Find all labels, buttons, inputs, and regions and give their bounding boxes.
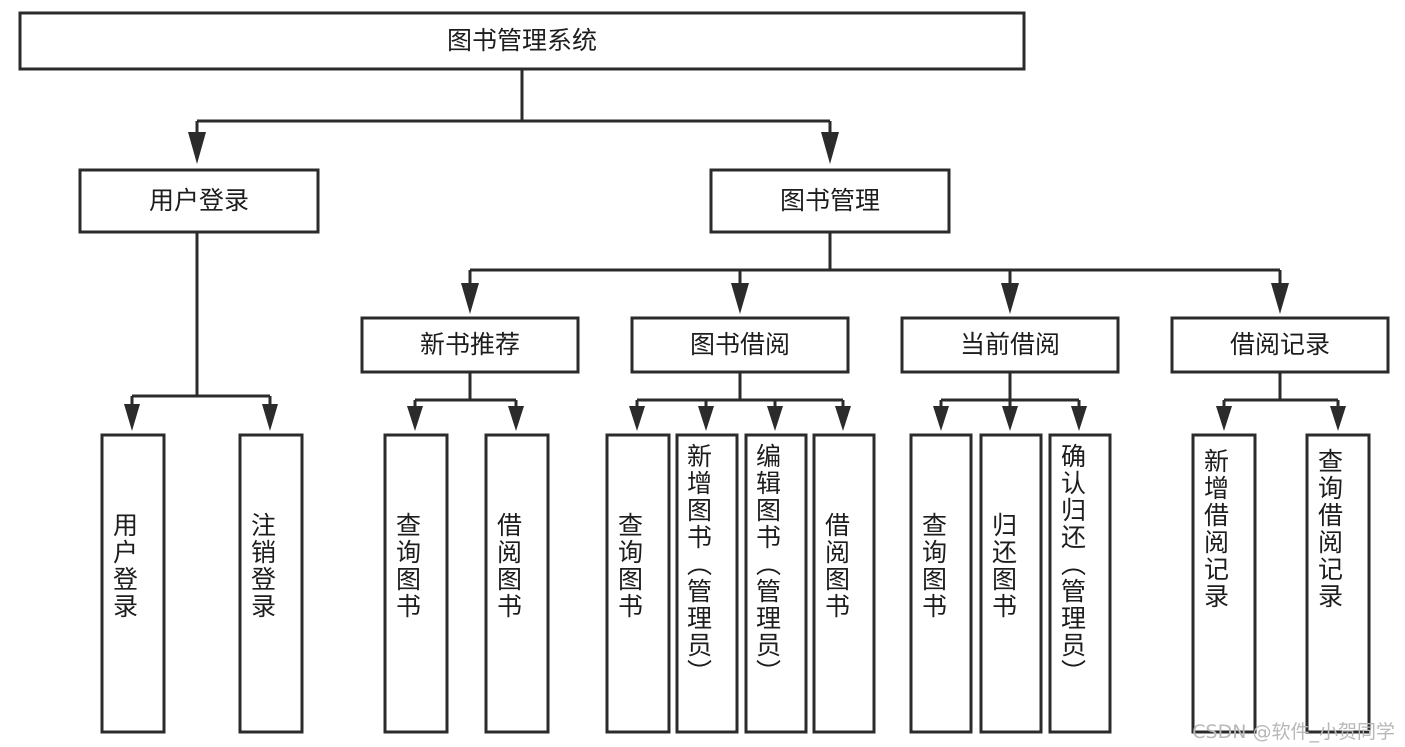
leaf-label-query-book-2: 查询图书 [614,512,644,620]
arrow-head-icon [1216,406,1232,431]
node-book-manage-box[interactable] [709,168,951,234]
leaf-box-return-book[interactable] [979,433,1043,734]
leaf-label-borrow-book-2: 借阅图书 [821,512,851,620]
node-book-manage[interactable]: 图书管理 [709,168,951,234]
node-new-book-recommend[interactable]: 新书推荐 [360,316,580,374]
connector-current-to-leaves [933,372,1087,431]
leaf-label-query-book-1: 查询图书 [392,512,422,620]
arrow-head-icon [731,283,749,314]
arrow-head-icon [933,406,949,431]
leaf-label-add-book: 新增图书（管理员） [683,443,713,686]
leaf-box-user-login[interactable] [100,433,166,734]
connector-userlogin-to-leaves [124,232,278,431]
node-user-login[interactable]: 用户登录 [78,168,320,234]
connector-root-to-level2 [188,69,839,164]
leaf-box-query-book-3[interactable] [909,433,973,734]
arrow-head-icon [407,406,423,431]
arrow-head-icon [629,406,645,431]
leaf-label-borrow-book-1: 借阅图书 [493,512,523,620]
arrow-head-icon [508,406,524,431]
leaf-label-query-record: 查询借阅记录 [1314,448,1344,610]
connector-borrow-to-leaves [629,372,851,431]
arrow-head-icon [461,283,479,314]
node-book-manage-label: 图书管理 [780,186,880,215]
connector-bookmanage-to-level3 [461,232,1289,314]
node-new-book-recommend-box[interactable] [360,316,580,374]
leaf-label-add-record: 新增借阅记录 [1200,448,1230,610]
arrow-head-icon [821,132,839,164]
node-borrow-record-box[interactable] [1170,316,1390,374]
node-root[interactable]: 图书管理系统 [18,11,1026,71]
arrow-head-icon [188,132,206,164]
leaf-box-query-book-1[interactable] [383,433,449,734]
node-current-borrow[interactable]: 当前借阅 [900,316,1120,374]
node-user-login-label: 用户登录 [149,186,249,215]
leaf-label-logout: 注销登录 [247,512,277,620]
connector-recommend-to-leaves [407,372,524,431]
node-book-borrow[interactable]: 图书借阅 [630,316,850,374]
connector-record-to-leaves [1216,372,1346,431]
arrow-head-icon [1071,406,1087,431]
node-borrow-record[interactable]: 借阅记录 [1170,316,1390,374]
leaf-box-add-record[interactable] [1191,433,1257,734]
arrow-head-icon [1271,283,1289,314]
node-book-borrow-label: 图书借阅 [690,330,790,359]
node-current-borrow-box[interactable] [900,316,1120,374]
leaf-box-add-book[interactable] [675,433,739,734]
arrow-head-icon [1001,283,1019,314]
arrow-head-icon [698,406,714,431]
node-root-label: 图书管理系统 [447,26,597,55]
leaf-label-user-login: 用户登录 [109,512,139,620]
node-new-book-recommend-label: 新书推荐 [420,330,520,359]
arrow-head-icon [262,404,278,431]
leaf-box-edit-book[interactable] [744,433,808,734]
leaf-label-confirm-return: 确认归还（管理员） [1057,443,1087,686]
node-current-borrow-label: 当前借阅 [960,330,1060,359]
leaf-box-query-record[interactable] [1305,433,1371,734]
node-borrow-record-label: 借阅记录 [1230,330,1330,359]
node-root-box[interactable] [18,11,1026,71]
leaf-box-query-book-2[interactable] [605,433,671,734]
leaf-label-return-book: 归还图书 [988,512,1018,620]
leaf-box-logout[interactable] [238,433,304,734]
node-book-borrow-box[interactable] [630,316,850,374]
leaf-box-confirm-return[interactable] [1048,433,1112,734]
arrow-head-icon [1330,406,1346,431]
arrow-head-icon [767,406,783,431]
leaf-box-borrow-book-1[interactable] [484,433,550,734]
leaf-label-query-book-3: 查询图书 [918,512,948,620]
node-user-login-box[interactable] [78,168,320,234]
leaf-label-edit-book: 编辑图书（管理员） [752,443,782,686]
leaf-box-borrow-book-2[interactable] [812,433,876,734]
leaf-boxes [100,433,1371,734]
arrow-head-icon [124,404,140,431]
arrow-head-icon [835,406,851,431]
arrow-head-icon [1002,406,1018,431]
